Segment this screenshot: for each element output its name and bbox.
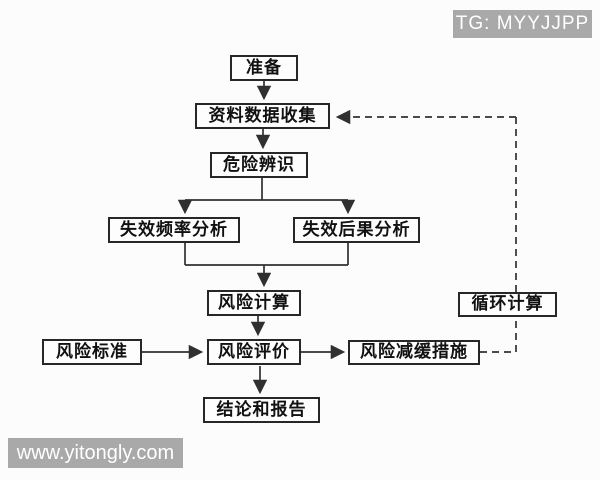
watermark-top-right-text: TG: MYYJJPP bbox=[455, 13, 590, 34]
node-risk-calculation-label: 风险计算 bbox=[218, 292, 290, 313]
node-risk-mitigation-label: 风险减缓措施 bbox=[360, 342, 468, 362]
node-hazard-identification: 危险辨识 bbox=[210, 152, 308, 178]
node-failure-consequence-analysis-label: 失效后果分析 bbox=[302, 219, 411, 240]
node-data-collection: 资料数据收集 bbox=[195, 103, 330, 129]
node-risk-criteria-label: 风险标准 bbox=[56, 341, 128, 362]
node-failure-consequence-analysis: 失效后果分析 bbox=[293, 217, 420, 243]
node-risk-calculation: 风险计算 bbox=[207, 290, 301, 316]
node-prepare: 准备 bbox=[230, 55, 298, 81]
node-data-collection-label: 资料数据收集 bbox=[208, 105, 317, 126]
node-loop-calculation-label: 循环计算 bbox=[471, 294, 544, 314]
node-prepare-label: 准备 bbox=[246, 57, 282, 78]
node-failure-frequency-analysis: 失效频率分析 bbox=[108, 217, 240, 243]
node-risk-evaluation-label: 风险评价 bbox=[218, 341, 290, 362]
watermark-top-right: TG: MYYJJPP bbox=[453, 10, 592, 38]
node-risk-mitigation: 风险减缓措施 bbox=[348, 340, 480, 365]
watermark-bottom-left: www.yitongly.com bbox=[8, 438, 183, 468]
node-conclusion-report: 结论和报告 bbox=[203, 397, 320, 423]
node-failure-frequency-analysis-label: 失效频率分析 bbox=[120, 219, 228, 240]
node-hazard-identification-label: 危险辨识 bbox=[223, 154, 295, 175]
node-conclusion-report-label: 结论和报告 bbox=[216, 399, 307, 420]
node-risk-evaluation: 风险评价 bbox=[207, 339, 301, 365]
node-risk-criteria: 风险标准 bbox=[42, 339, 142, 365]
node-loop-calculation: 循环计算 bbox=[458, 292, 557, 317]
watermark-bottom-left-text: www.yitongly.com bbox=[16, 441, 175, 464]
